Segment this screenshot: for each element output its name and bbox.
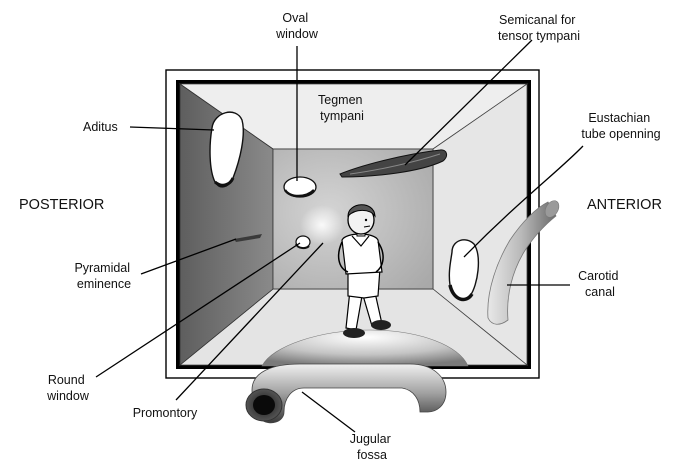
carotid-canal — [487, 201, 557, 325]
round-window-label: Round window — [46, 373, 90, 403]
carotid-canal-label: Carotid canal — [578, 269, 622, 299]
oval-window-label: Oval window — [275, 11, 319, 41]
jugular-fossa-label: Jugular fossa — [350, 432, 394, 462]
anterior-label: ANTERIOR — [587, 197, 662, 213]
aditus-label: Aditus — [83, 120, 118, 134]
leader-aditus — [129, 126, 215, 131]
boy-figure — [337, 204, 391, 338]
leader-semicanal — [404, 39, 533, 166]
floor-dome — [261, 329, 469, 367]
leader-round-window — [95, 242, 301, 378]
promontory-bulge — [300, 205, 344, 245]
promontory-label: Promontory — [133, 406, 198, 420]
pyramidal-eminence-label: Pyramidal eminence — [74, 261, 133, 291]
pyramidal-eminence — [234, 234, 262, 242]
posterior-label: POSTERIOR — [19, 197, 104, 213]
leader-jugular — [301, 391, 356, 433]
leader-promontory — [175, 242, 324, 401]
leader-pyramidal — [140, 238, 237, 275]
semicanal-label: Semicanal for tensor tympani — [498, 13, 580, 43]
jugular-fossa-tube — [251, 363, 447, 424]
tensor-tympani-semicanal — [339, 149, 448, 178]
eustachian-tube-label: Eustachian tube openning — [581, 111, 660, 141]
tegmen-tympani-label: Tegmen tympani — [318, 93, 366, 123]
leader-eustachian — [463, 145, 584, 258]
